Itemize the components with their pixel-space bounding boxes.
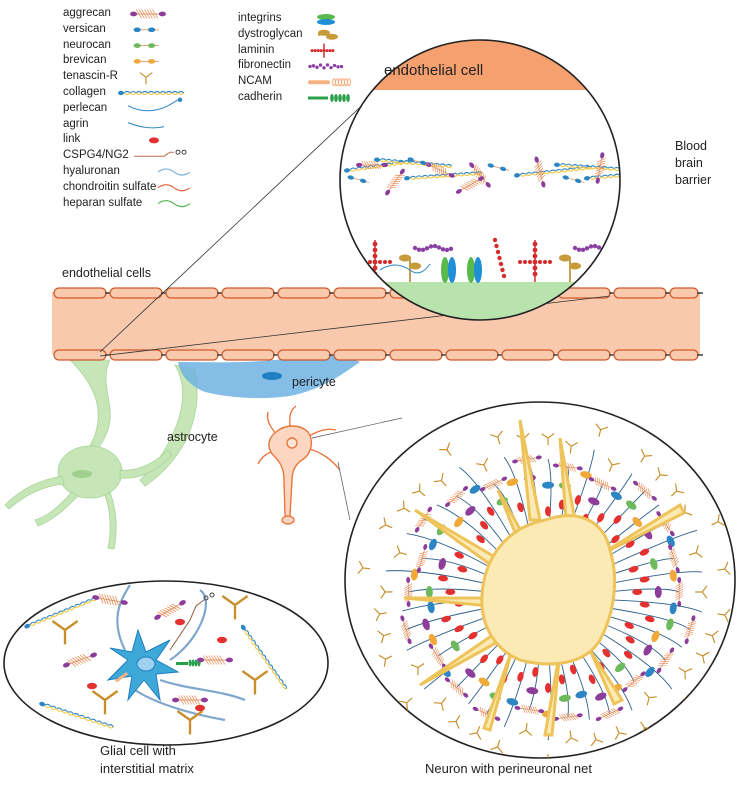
astrocyte-cell [4,359,198,550]
small-neuron-cell [257,405,341,525]
endothelial-cell [221,349,275,361]
legend-item-link-protein: link [63,133,81,146]
legend-item-laminin: laminin [238,43,275,56]
legend-item-collagen: collagen [63,85,106,98]
legend-item-aggrecan: aggrecan [63,7,111,19]
endothelial-cell [221,287,275,299]
endothelial-cell [165,287,219,299]
glial-caption-line2: interstitial matrix [100,761,194,776]
legend-item-chondroitin-sulfate: chondroitin sulfate [63,180,157,193]
endothelial-cell [53,349,107,361]
glial-zoom-ellipse [3,580,329,746]
pnn-zoom-lines [311,417,403,521]
endothelial-cell [165,349,219,361]
blood-vessel [52,287,703,354]
endothelial-cell [445,349,499,361]
legend-item-dystroglycan: dystroglycan [238,27,303,40]
astrocyte-label: astrocyte [167,430,218,444]
endothelial-cell [669,349,699,361]
pericyte-cell [178,355,360,399]
legend-item-perlecan: perlecan [63,101,108,114]
pericyte-label: pericyte [292,375,336,389]
endothelial-cell [669,287,699,299]
endothelial-cell [613,287,667,299]
bbb-label: Blood brain barrier [675,138,711,189]
legend-item-tenascin-r: tenascin-R [63,70,118,83]
bbb-label-line2: brain [675,156,703,170]
endothelial-cell [333,287,387,299]
glial-caption-line1: Glial cell with [100,743,176,758]
legend-item-ncam: NCAM [238,75,272,88]
endothelial-cell [109,287,163,299]
endothelial-cell [389,349,443,361]
endothelial-cells-label: endothelial cells [62,266,151,280]
legend-left: aggrecan versican neurocan brevican tenascin… [63,6,156,211]
legend-item-cspg4: CSPG4/NG2 [63,149,129,162]
pnn-zoom-circle [344,401,736,759]
legend-item-cadherin: cadherin [238,90,283,103]
endothelial-cell [333,349,387,361]
endothelial-cell [53,287,107,299]
endothelial-cell [613,349,667,361]
legend-item-fibronectin: fibronectin [238,59,292,72]
glial-caption: Glial cell with interstitial matrix [100,742,194,778]
bbb-label-line3: barrier [675,173,712,187]
endothelial-cell [501,349,555,361]
neuron-caption: Neuron with perineuronal net [425,761,592,776]
bbb-label-line1: Blood [675,139,707,153]
legend-icons [118,9,351,208]
legend-item-heparan-sulfate: heparan sulfate [63,196,143,209]
legend-item-integrin: integrins [238,12,282,24]
legend-item-versican: versican [63,22,106,35]
legend-item-brevican: brevican [63,54,107,67]
endothelial-cell [277,287,331,299]
legend-item-neurocan: neurocan [63,38,111,51]
endothelial-cell-label: endothelial cell [384,62,484,79]
legend-item-agrin: agrin [63,117,89,130]
endothelial-cell [557,349,611,361]
endothelial-cell [277,349,331,361]
legend-item-hyaluronan: hyaluronan [63,164,120,177]
neuron-soma [403,419,687,737]
